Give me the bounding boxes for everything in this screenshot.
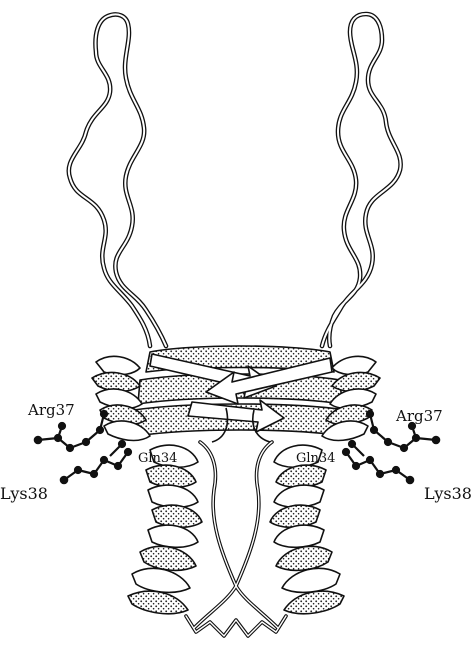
beta-sheet (134, 346, 346, 442)
label-arg37-right: Arg37 (396, 409, 443, 424)
label-lys38-left: Lys38 (0, 486, 48, 502)
label-arg37-left: Arg37 (28, 403, 75, 418)
lower-right-helix (270, 445, 344, 614)
right-hairpin-loop (322, 14, 401, 346)
left-hairpin-loop (69, 14, 166, 346)
connecting-loops (186, 442, 286, 636)
label-gln34-right: Gln34 (296, 452, 335, 465)
label-gln34-left: Gln34 (138, 452, 177, 465)
label-lys38-right: Lys38 (424, 486, 472, 502)
lower-left-helix (128, 445, 202, 614)
